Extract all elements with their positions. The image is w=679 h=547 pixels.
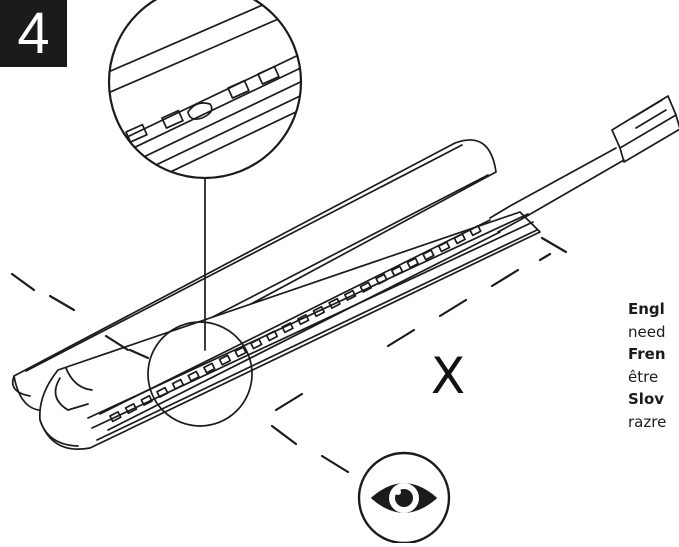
detail-callout bbox=[107, 0, 303, 427]
led-chip bbox=[375, 273, 388, 285]
led-chip bbox=[187, 370, 200, 382]
led-chip bbox=[124, 402, 138, 415]
led-chip bbox=[437, 241, 451, 253]
language-name-slovenian: Slov bbox=[628, 390, 665, 408]
power-cable bbox=[489, 95, 679, 233]
eye-icon bbox=[357, 451, 451, 545]
dimension-lines bbox=[10, 236, 568, 474]
led-chip bbox=[453, 233, 466, 245]
led-chip bbox=[109, 411, 122, 423]
led-chip bbox=[234, 346, 247, 358]
language-name-french: Fren bbox=[628, 345, 666, 363]
led-strip bbox=[99, 219, 501, 431]
led-chip bbox=[140, 394, 153, 407]
led-chip bbox=[328, 297, 341, 309]
step-number: 4 bbox=[0, 0, 67, 67]
led-chip bbox=[156, 386, 169, 398]
led-chip bbox=[296, 314, 310, 326]
led-chip-magnified bbox=[161, 109, 184, 129]
led-chip bbox=[359, 281, 373, 293]
led-chip-magnified bbox=[125, 123, 148, 143]
led-chip bbox=[265, 330, 279, 342]
led-chip bbox=[171, 378, 185, 390]
led-chip bbox=[422, 249, 435, 261]
instruction-french: être bbox=[628, 367, 659, 386]
led-chip bbox=[343, 289, 357, 301]
led-chip bbox=[218, 354, 232, 366]
led-chip bbox=[312, 305, 326, 318]
led-chip bbox=[281, 322, 294, 334]
led-chip-magnified bbox=[257, 65, 280, 85]
dimension-label: X bbox=[430, 347, 466, 405]
led-chip-magnified bbox=[227, 79, 250, 99]
led-chips bbox=[109, 225, 482, 423]
language-name-english: Engl bbox=[628, 300, 665, 318]
instruction-english: need bbox=[628, 322, 666, 341]
instruction-text: Engl need Fren être Slov razre bbox=[628, 298, 679, 438]
led-chip bbox=[406, 257, 419, 269]
instruction-slovenian: razre bbox=[628, 412, 667, 431]
led-chip bbox=[469, 225, 482, 237]
led-chip bbox=[250, 338, 263, 350]
led-chip bbox=[390, 265, 404, 277]
led-chip bbox=[203, 362, 216, 374]
